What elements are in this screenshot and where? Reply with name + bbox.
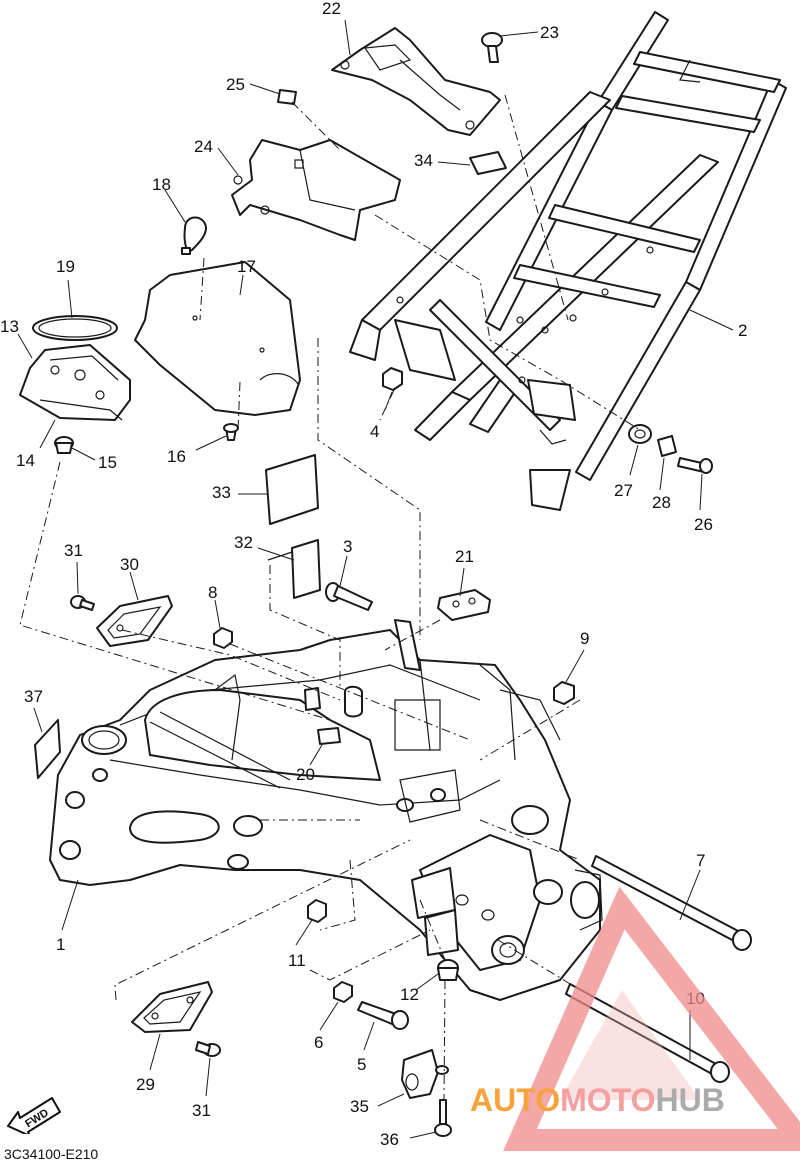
watermark-logo: AUTOMOTOHUB (470, 1082, 725, 1119)
callout-3: 3 (343, 537, 352, 556)
callout-32: 32 (234, 533, 253, 552)
bolt-23[interactable] (481, 32, 503, 63)
callout-4: 4 (370, 422, 379, 441)
bracket-21[interactable] (437, 589, 491, 621)
callout-8: 8 (208, 583, 217, 602)
collar-27[interactable] (628, 424, 652, 444)
callout-31-top: 31 (64, 541, 83, 560)
label-37[interactable] (34, 719, 61, 779)
leader-lines (17, 19, 734, 1139)
nut-11[interactable] (307, 899, 327, 923)
nut-9[interactable] (553, 681, 575, 705)
washer-6[interactable] (333, 981, 353, 1003)
callout-6: 6 (314, 1033, 323, 1052)
nut-4[interactable] (382, 367, 403, 391)
callout-36: 36 (380, 1130, 399, 1149)
callout-11: 11 (288, 951, 306, 970)
forward-arrow-icon: FWD (6, 1092, 62, 1139)
label-33[interactable] (265, 454, 319, 525)
pivot-shaft-7[interactable] (591, 855, 752, 951)
bolt-31-bottom[interactable] (195, 1041, 221, 1057)
label-34[interactable] (469, 151, 507, 175)
plate-29[interactable] (131, 981, 213, 1033)
pivot-shaft-10[interactable] (565, 983, 730, 1083)
callout-16: 16 (167, 447, 186, 466)
nut-8[interactable] (213, 627, 233, 649)
watermark-part-moto: MOTO (560, 1082, 656, 1118)
callout-9: 9 (580, 629, 589, 648)
callout-37: 37 (24, 687, 43, 706)
callout-23: 23 (540, 23, 559, 42)
callout-26: 26 (694, 515, 713, 534)
band-18[interactable] (181, 216, 207, 255)
bolt-31-top[interactable] (70, 595, 95, 611)
callout-14: 14 (16, 451, 35, 470)
seal-19[interactable] (32, 315, 118, 341)
assembly-lines (19, 94, 641, 1101)
label-32[interactable] (267, 539, 321, 599)
bracket-35[interactable] (401, 1049, 449, 1099)
callout-27: 27 (614, 481, 633, 500)
watermark-part-hub: HUB (655, 1082, 725, 1118)
callout-25: 25 (226, 75, 245, 94)
collar-28[interactable] (657, 435, 677, 457)
callout-12: 12 (400, 985, 419, 1004)
screw-16[interactable] (223, 423, 239, 441)
callout-21: 21 (455, 547, 474, 566)
callout-17: 17 (237, 257, 256, 276)
callout-1: 1 (56, 935, 65, 954)
bolt-36[interactable] (434, 1099, 452, 1137)
bracket-22[interactable] (331, 27, 501, 136)
label-25[interactable] (277, 89, 297, 105)
callout-31-bottom: 31 (192, 1101, 211, 1120)
bolt-5[interactable] (357, 1001, 409, 1030)
callout-34: 34 (414, 151, 433, 170)
rear-frame[interactable] (349, 11, 787, 511)
callout-24: 24 (194, 137, 213, 156)
bolt-3[interactable] (325, 582, 373, 611)
callout-labels: 1 2 3 4 5 6 7 8 9 10 11 12 13 14 15 16 1… (0, 0, 747, 1149)
catalog-code: 3C34100-E210 (4, 1146, 99, 1162)
watermark-part-auto: AUTO (470, 1082, 561, 1118)
damper-15[interactable] (54, 436, 74, 454)
callout-19: 19 (56, 257, 75, 276)
bolt-26[interactable] (677, 457, 713, 474)
callout-35: 35 (350, 1097, 369, 1116)
callout-2: 2 (738, 321, 747, 340)
callout-7: 7 (696, 851, 705, 870)
callout-5: 5 (357, 1055, 366, 1074)
main-frame[interactable] (49, 619, 603, 1001)
bracket-24[interactable] (231, 139, 401, 241)
callout-15: 15 (98, 453, 117, 472)
callout-20: 20 (296, 765, 315, 784)
callout-28: 28 (652, 493, 671, 512)
callout-22: 22 (322, 0, 341, 18)
callout-33: 33 (212, 483, 231, 502)
callout-18: 18 (152, 175, 171, 194)
plate-30[interactable] (96, 595, 173, 647)
callout-29: 29 (136, 1075, 155, 1094)
collar-12[interactable] (437, 959, 459, 981)
cover-17[interactable] (134, 261, 301, 416)
holder-13-14[interactable] (19, 344, 131, 421)
callout-30: 30 (120, 555, 139, 574)
callout-13: 13 (0, 317, 19, 336)
watermark-triangle (503, 886, 800, 1151)
